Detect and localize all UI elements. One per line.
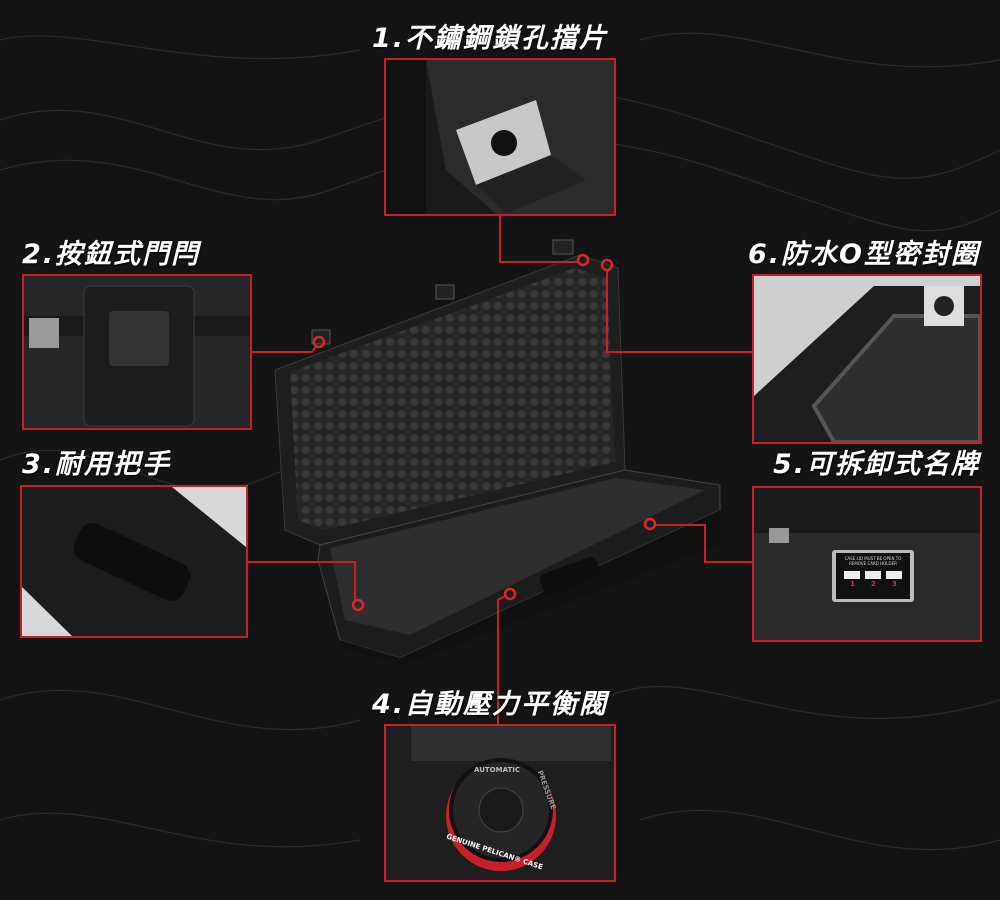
button-latch-photo: [22, 274, 252, 430]
feature-label-1: 1.不鏽鋼鎖孔擋片: [372, 23, 609, 54]
nameplate-step-2: 2: [871, 580, 876, 588]
feature-label-6: 6.防水O型密封圈: [748, 239, 980, 270]
feature-label-5: 5.可拆卸式名牌: [772, 449, 980, 480]
feature-label-4: 4.自動壓力平衡閥: [372, 689, 609, 720]
pressure-valve-photo: AUTOMATIC PRESSURE GENUINE PELICAN® CASE: [384, 724, 616, 882]
valve-top-text: AUTOMATIC: [474, 766, 520, 774]
feature-label-2: 2.按鈕式門閂: [22, 239, 201, 270]
o-ring-seal-photo: [752, 274, 982, 444]
durable-handle-photo: [20, 485, 248, 638]
nameplate-notice: CASE LID MUST BE OPEN TO REMOVE CARD HOL…: [844, 556, 902, 566]
nameplate-step-1: 1: [850, 580, 855, 588]
nameplate-step-3: 3: [892, 580, 897, 588]
feature-label-3: 3.耐用把手: [22, 449, 172, 480]
removable-nameplate-photo: CASE LID MUST BE OPEN TO REMOVE CARD HOL…: [752, 486, 982, 642]
stainless-lock-plate-photo: [384, 58, 616, 216]
